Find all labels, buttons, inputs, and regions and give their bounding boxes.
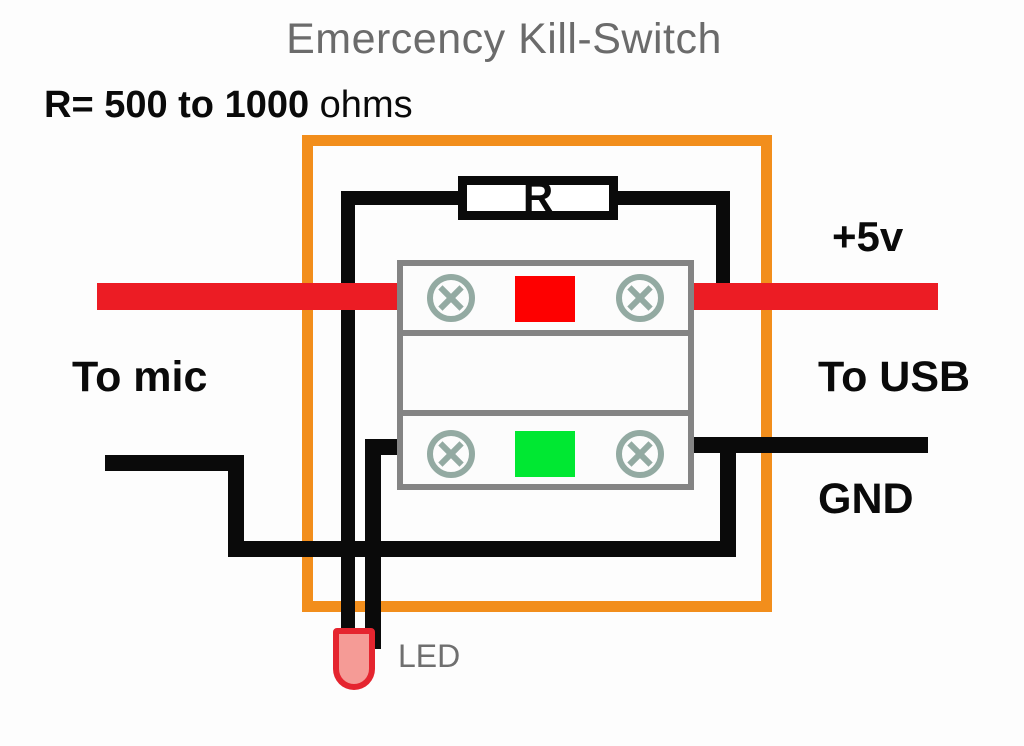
- switch-divider-upper: [403, 330, 688, 336]
- page-title-text: Emercency Kill-Switch: [286, 15, 722, 63]
- label-supply-5v: +5v: [832, 213, 904, 260]
- wire-power-rail-left: [97, 283, 397, 310]
- rocker-switch-body: [397, 260, 694, 490]
- resistor-value-range: R= 500 to 1000: [44, 84, 310, 126]
- led-symbol: [333, 628, 375, 690]
- resistor-symbol: R: [458, 176, 618, 220]
- wire-gnd-vertical-drop: [720, 437, 736, 555]
- wire-resistor-right-lead: [612, 191, 646, 205]
- resistor-label: R: [522, 173, 554, 220]
- resistor-value-note: R= 500 to 1000 ohms: [44, 86, 413, 124]
- wire-mic-vertical: [228, 455, 244, 545]
- wire-power-rail-right: [694, 283, 938, 310]
- rocker-green-button[interactable]: [515, 431, 575, 477]
- wire-led-lead-right: [365, 541, 381, 641]
- screw-terminal-bottom-right[interactable]: [616, 430, 664, 478]
- wire-mic-horizontal: [105, 455, 244, 471]
- enclosure-boundary: [302, 135, 772, 612]
- screw-terminal-top-right[interactable]: [616, 274, 664, 322]
- led-label: LED: [398, 638, 461, 674]
- label-gnd: GND: [818, 475, 914, 523]
- wire-top-right-horizontal: [640, 191, 730, 205]
- page-title: Emercency Kill-Switch: [0, 18, 1024, 61]
- wire-bottom-bus: [228, 541, 736, 557]
- resistor-value-unit: ohms: [319, 84, 413, 126]
- wire-gnd-horizontal: [648, 437, 928, 453]
- switch-divider-lower: [403, 410, 688, 416]
- screw-terminal-top-left[interactable]: [427, 274, 475, 322]
- screw-terminal-bottom-left[interactable]: [427, 430, 475, 478]
- wire-right-vertical-to-power: [716, 191, 730, 303]
- label-to-usb: To USB: [818, 353, 971, 401]
- rocker-red-button[interactable]: [515, 276, 575, 322]
- label-to-mic: To mic: [72, 353, 208, 401]
- wire-led-lead-left: [341, 541, 355, 641]
- wire-top-left-horizontal: [341, 191, 441, 205]
